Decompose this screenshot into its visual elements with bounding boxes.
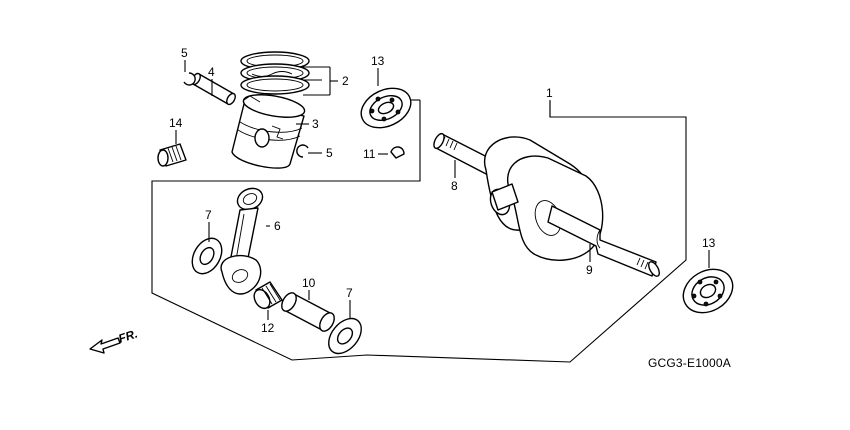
- callout-10: 10: [302, 276, 316, 290]
- callout-4: 4: [208, 65, 215, 79]
- crankshaft[interactable]: [432, 132, 662, 278]
- thrust-washer-right[interactable]: [322, 312, 368, 359]
- callout-2: 2: [342, 74, 349, 88]
- needle-bearing-big-end[interactable]: [251, 281, 283, 311]
- callout-14: 14: [169, 116, 183, 130]
- callout-9: 9: [586, 263, 593, 277]
- direction-label: FR.: [117, 327, 140, 346]
- callout-5-top: 5: [181, 46, 188, 60]
- callout-5-bottom: 5: [326, 146, 333, 160]
- crank-bearing-top[interactable]: [355, 81, 417, 136]
- front-direction-indicator: FR.: [89, 327, 140, 354]
- needle-bearing-small-end[interactable]: [157, 143, 187, 167]
- callout-3: 3: [312, 117, 319, 131]
- crank-pin[interactable]: [279, 290, 337, 333]
- assembly-outline: [151, 99, 687, 363]
- callout-6: 6: [274, 219, 281, 233]
- woodruff-key[interactable]: [390, 146, 405, 159]
- crank-bearing-bottom[interactable]: [675, 261, 740, 322]
- piston-pin-clip-bottom[interactable]: [296, 144, 309, 158]
- callout-13-top: 13: [371, 54, 385, 68]
- callout-13-bottom: 13: [702, 236, 716, 250]
- callout-7-right: 7: [346, 286, 353, 300]
- arrow-left-icon: [89, 337, 121, 354]
- piston-rings[interactable]: [240, 51, 310, 95]
- thrust-washer-left[interactable]: [186, 233, 228, 279]
- callout-8: 8: [451, 179, 458, 193]
- callout-7-left: 7: [205, 208, 212, 222]
- connecting-rod[interactable]: [220, 184, 266, 295]
- piston[interactable]: [231, 91, 306, 169]
- callout-12: 12: [261, 321, 275, 335]
- callout-11: 11: [363, 147, 376, 161]
- callout-1: 1: [546, 86, 553, 100]
- diagram-code: GCG3-E1000A: [648, 356, 731, 370]
- callout-labels: 1 2 3 4 5 5 6 7 7 8 9 10 11 12 13 13 14: [169, 46, 716, 335]
- piston-pin-clip-top[interactable]: [183, 72, 196, 86]
- leader-lines: [175, 60, 710, 320]
